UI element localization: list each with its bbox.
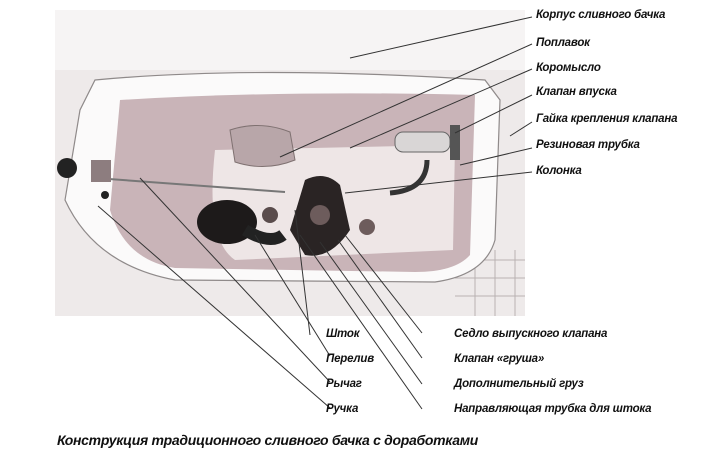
label-valve-seat: Седло выпускного клапана — [454, 328, 608, 340]
label-valve-nut: Гайка крепления клапана — [536, 113, 678, 125]
toilet-tank-photo — [55, 10, 525, 316]
label-rocker-arm: Коромысло — [536, 62, 601, 74]
label-overflow: Перелив — [326, 353, 374, 365]
label-float: Поплавок — [536, 37, 590, 49]
tank-illustration — [55, 10, 525, 316]
label-rod: Шток — [326, 328, 360, 340]
label-inlet-valve: Клапан впуска — [536, 86, 617, 98]
label-guide-tube: Направляющая трубка для штока — [454, 403, 652, 415]
label-lever: Рычаг — [326, 378, 362, 390]
label-pear-valve: Клапан «груша» — [454, 353, 545, 365]
label-tank-body: Корпус сливного бачка — [536, 9, 666, 21]
figure-caption: Конструкция традиционного сливного бачка… — [57, 432, 479, 448]
label-handle: Ручка — [326, 403, 359, 415]
label-extra-weight: Дополнительный груз — [454, 378, 584, 390]
label-column: Колонка — [536, 165, 582, 177]
label-rubber-tube: Резиновая трубка — [536, 139, 640, 151]
